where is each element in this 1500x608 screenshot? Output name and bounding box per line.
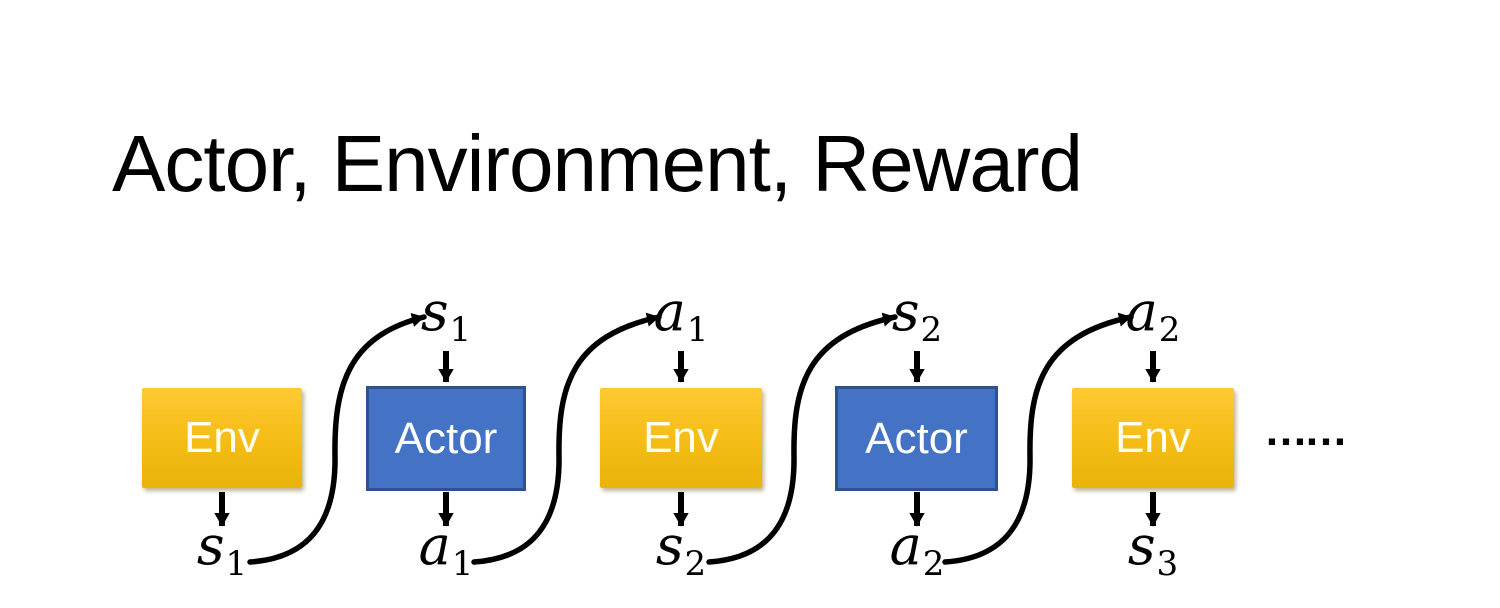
env-box-3: Env (1072, 388, 1234, 488)
top-label-s1-base: s (420, 280, 449, 343)
bottom-label-s3-base: s (1127, 514, 1156, 577)
bottom-label-a2: a2 (890, 519, 945, 585)
actor-box-2: Actor (835, 386, 998, 491)
slide-title: Actor, Environment, Reward (112, 119, 1083, 208)
bottom-label-s1-base: s (196, 514, 225, 577)
bottom-label-s2-sub: 2 (684, 544, 707, 584)
env-box-2: Env (600, 388, 762, 488)
actor-box-1-label: Actor (394, 413, 498, 463)
bottom-label-s2-base: s (655, 514, 684, 577)
bottom-label-s1-sub: 1 (225, 544, 248, 584)
bottom-label-a2-sub: 2 (922, 544, 945, 584)
top-label-s1: s1 (421, 285, 471, 351)
top-label-s2-sub: 2 (920, 310, 943, 350)
top-label-a1-base: a (653, 280, 686, 343)
env-box-3-label: Env (1115, 413, 1191, 462)
top-label-a2-sub: 2 (1158, 310, 1181, 350)
env-box-1: Env (142, 388, 302, 488)
env-box-1-label: Env (184, 413, 260, 462)
actor-box-2-label: Actor (865, 413, 968, 463)
bottom-label-a2-base: a (889, 514, 922, 577)
bottom-label-a1-sub: 1 (451, 544, 474, 584)
actor-box-1: Actor (366, 386, 526, 491)
top-label-s1-sub: 1 (449, 310, 472, 350)
bottom-label-a1: a1 (419, 519, 474, 585)
top-label-a1-sub: 1 (686, 310, 709, 350)
top-label-s2: s2 (892, 285, 942, 351)
bottom-label-s3-sub: 3 (1156, 544, 1179, 584)
top-label-a2: a2 (1126, 285, 1181, 351)
env-box-2-label: Env (643, 413, 719, 462)
bottom-label-a1-base: a (418, 514, 451, 577)
top-label-a1: a1 (654, 285, 709, 351)
continuation-ellipsis: …… (1264, 406, 1348, 455)
bottom-label-s3: s3 (1128, 519, 1178, 585)
bottom-label-s2: s2 (656, 519, 706, 585)
top-label-a2-base: a (1125, 280, 1158, 343)
bottom-label-s1: s1 (197, 519, 247, 585)
top-label-s2-base: s (891, 280, 920, 343)
